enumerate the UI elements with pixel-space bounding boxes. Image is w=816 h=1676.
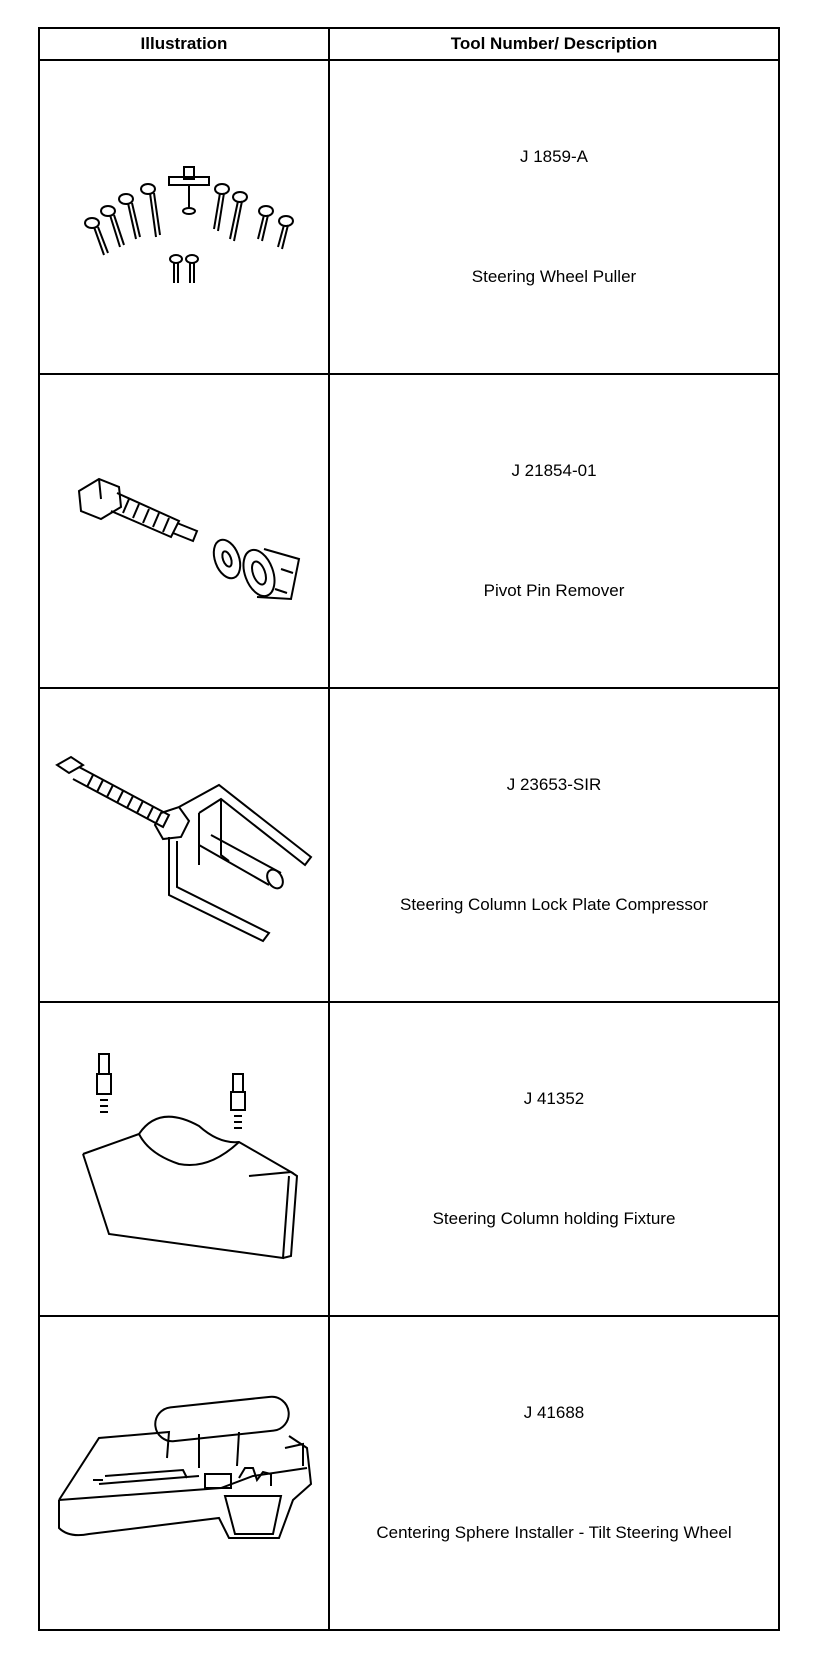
lock-plate-compressor-icon — [49, 745, 319, 945]
table-row: J 21854-01 Pivot Pin Remover — [38, 373, 780, 689]
tool-number: J 41352 — [523, 1089, 585, 1108]
header-row: Illustration Tool Number/ Description — [38, 27, 780, 61]
table-row: J 41688 Centering Sphere Installer - Til… — [38, 1315, 780, 1631]
tool-description: Steering Column holding Fixture — [432, 1209, 676, 1228]
header-illustration: Illustration — [38, 27, 330, 61]
illustration-cell — [38, 687, 330, 1003]
tool-cell: J 1859-A Steering Wheel Puller — [328, 59, 780, 375]
tool-number: J 1859-A — [519, 147, 589, 166]
table-row: J 23653-SIR Steering Column Lock Plate C… — [38, 687, 780, 1003]
tool-number: J 21854-01 — [511, 461, 597, 480]
tool-cell: J 23653-SIR Steering Column Lock Plate C… — [328, 687, 780, 1003]
tool-cell: J 41688 Centering Sphere Installer - Til… — [328, 1315, 780, 1631]
illustration-cell — [38, 59, 330, 375]
tool-number: J 23653-SIR — [506, 775, 602, 794]
tool-table: Illustration Tool Number/ Description — [38, 27, 780, 1631]
tool-description: Steering Wheel Puller — [471, 267, 637, 286]
holding-fixture-icon — [69, 1044, 299, 1274]
steering-wheel-puller-icon — [64, 147, 304, 287]
illustration-cell — [38, 1315, 330, 1631]
table-row: J 41352 Steering Column holding Fixture — [38, 1001, 780, 1317]
table-row: J 1859-A Steering Wheel Puller — [38, 59, 780, 375]
tool-description: Steering Column Lock Plate Compressor — [399, 895, 709, 914]
tool-cell: J 21854-01 Pivot Pin Remover — [328, 373, 780, 689]
tool-description: Pivot Pin Remover — [483, 581, 625, 600]
tool-number: J 41688 — [523, 1403, 585, 1422]
tool-description: Centering Sphere Installer - Tilt Steeri… — [376, 1523, 732, 1542]
illustration-cell — [38, 1001, 330, 1317]
header-tool-number: Tool Number/ Description — [328, 27, 780, 61]
tool-cell: J 41352 Steering Column holding Fixture — [328, 1001, 780, 1317]
pivot-pin-remover-icon — [59, 451, 309, 611]
centering-sphere-installer-icon — [49, 1388, 319, 1558]
illustration-cell — [38, 373, 330, 689]
